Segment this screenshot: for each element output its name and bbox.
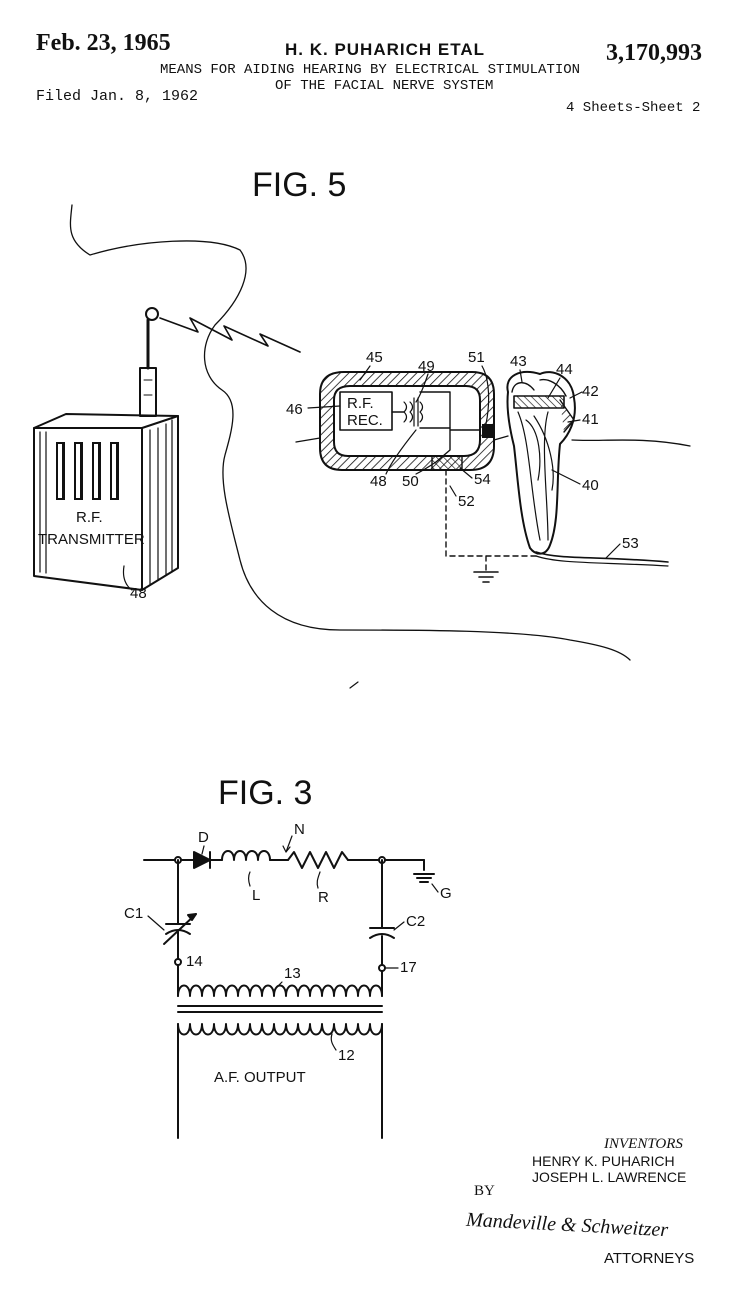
- ref-48-receiver: 48: [370, 473, 387, 490]
- ref-52: 52: [458, 493, 475, 510]
- inventors-label: INVENTORS: [604, 1136, 683, 1152]
- leader-C2: [393, 921, 405, 931]
- patent-date: Feb. 23, 1965: [36, 30, 171, 56]
- ref-43: 43: [510, 353, 527, 370]
- leader-49: [415, 373, 429, 403]
- ground-symbol-fig5: [473, 571, 499, 583]
- fig3-label-12: 12: [338, 1047, 355, 1064]
- sheet-indicator: 4 Sheets-Sheet 2: [566, 100, 701, 116]
- leader-48-receiver: [385, 429, 417, 475]
- fig3-label-13: 13: [284, 965, 301, 982]
- af-output-label: A.F. OUTPUT: [214, 1069, 306, 1086]
- patent-number: 3,170,993: [606, 40, 702, 66]
- leader-N: [285, 835, 293, 853]
- patent-title-line-1: MEANS FOR AIDING HEARING BY ELECTRICAL S…: [160, 62, 581, 78]
- leader-C1: [147, 915, 165, 931]
- inventor-1: HENRY K. PUHARICH: [532, 1153, 675, 1169]
- leader-L: [247, 871, 251, 887]
- leader-40: [551, 469, 581, 485]
- chin-mark: [349, 681, 359, 689]
- ref-51: 51: [468, 349, 485, 366]
- transmitter-antenna: [139, 307, 159, 417]
- fig3-label-N: N: [294, 821, 305, 838]
- gum-line: [295, 435, 509, 443]
- by-label: BY: [474, 1183, 495, 1199]
- inventor-short-name: H. K. PUHARICH ETAL: [285, 40, 486, 59]
- fig3-label-R: R: [318, 889, 329, 906]
- rf-signal-zigzag: [159, 317, 301, 353]
- ref-40: 40: [582, 477, 599, 494]
- patent-title-line-2: OF THE FACIAL NERVE SYSTEM: [275, 78, 494, 94]
- leader-R: [316, 871, 321, 889]
- leader-51: [481, 365, 490, 425]
- rf-transmitter-box: [33, 413, 179, 591]
- transmitter-label-line-2: TRANSMITTER: [38, 531, 145, 548]
- leader-53: [605, 543, 621, 559]
- ref-45: 45: [366, 349, 383, 366]
- leader-12: [330, 1033, 337, 1051]
- fig3-label-D: D: [198, 829, 209, 846]
- ref-53: 53: [622, 535, 639, 552]
- attorneys-label: ATTORNEYS: [604, 1250, 695, 1267]
- arrow-N: [282, 845, 291, 853]
- leader-54: [459, 467, 473, 479]
- leader-D: [201, 845, 205, 855]
- leader-44: [547, 377, 561, 399]
- fig5-title: FIG. 5: [252, 166, 346, 204]
- fig3-label-L: L: [252, 887, 260, 904]
- inventor-2: JOSEPH L. LAWRENCE: [532, 1169, 687, 1185]
- ref-49: 49: [418, 358, 435, 375]
- leader-G: [431, 883, 439, 893]
- ref-50: 50: [402, 473, 419, 490]
- fig3-title: FIG. 3: [218, 774, 312, 812]
- ref-54: 54: [474, 471, 491, 488]
- fig3-label-C1: C1: [124, 905, 143, 922]
- leader-52: [449, 485, 457, 497]
- receiver-label-line-1: R.F.: [347, 395, 374, 412]
- ref-44: 44: [556, 361, 573, 378]
- filed-date: Filed Jan. 8, 1962: [36, 88, 199, 105]
- receiver-label-line-2: REC.: [347, 412, 383, 429]
- leader-46: [307, 405, 341, 409]
- fig3-label-C2: C2: [406, 913, 425, 930]
- gum-line-right: [571, 439, 691, 447]
- leader-45: [359, 365, 371, 381]
- fig3-label-14: 14: [186, 953, 203, 970]
- transmitter-label-line-1: R.F.: [76, 509, 103, 526]
- leader-43: [519, 369, 523, 383]
- leader-13: [275, 981, 283, 989]
- ref-46: 46: [286, 401, 303, 418]
- ref-42: 42: [582, 383, 599, 400]
- leader-48-transmitter: [122, 565, 133, 591]
- ref-48-transmitter: 48: [130, 585, 147, 602]
- leader-42: [569, 391, 583, 399]
- leader-50: [415, 461, 437, 475]
- fig3-label-G: G: [440, 885, 452, 902]
- leader-41: [567, 419, 581, 423]
- fig3-circuit: [143, 850, 435, 1139]
- fig3-label-17: 17: [400, 959, 417, 976]
- ref-41: 41: [582, 411, 599, 428]
- face-profile-outline: [69, 204, 631, 661]
- ground-wire-dashed: [445, 469, 541, 571]
- tooth: [506, 371, 669, 567]
- receiver-housing: [319, 371, 495, 471]
